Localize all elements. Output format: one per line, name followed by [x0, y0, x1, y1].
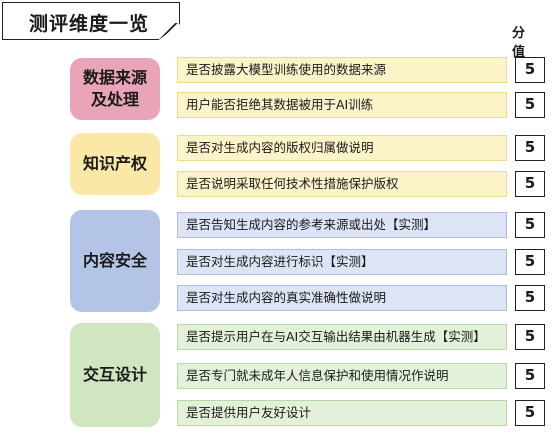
- score-box: 5: [515, 57, 545, 83]
- criterion-row: 是否对生成内容进行标识【实测】: [177, 249, 507, 275]
- score-box: 5: [515, 212, 545, 238]
- category-label: 内容安全: [82, 251, 147, 270]
- category-label: 数据来源 及处理: [82, 68, 147, 109]
- score-box: 5: [515, 171, 545, 197]
- page-title: 测评维度一览: [29, 13, 150, 35]
- category-data-source: 数据来源 及处理: [70, 58, 160, 120]
- criterion-row: 是否对生成内容的版权归属做说明: [177, 135, 507, 161]
- category-ip: 知识产权: [70, 133, 160, 195]
- criterion-row: 是否提示用户在与AI交互输出结果由机器生成【实测】: [177, 324, 507, 350]
- folded-corner: [157, 23, 179, 39]
- criterion-row: 是否说明采取任何技术性措施保护版权: [177, 171, 507, 197]
- criterion-row: 是否告知生成内容的参考来源或出处【实测】: [177, 212, 507, 238]
- title-tab: 测评维度一览: [2, 2, 180, 40]
- score-column-header: 分 值: [512, 26, 532, 60]
- criterion-row: 是否提供用户友好设计: [177, 400, 507, 426]
- score-box: 5: [515, 135, 545, 161]
- score-box: 5: [515, 92, 545, 118]
- category-label: 知识产权: [82, 154, 147, 173]
- score-box: 5: [515, 400, 545, 426]
- score-box: 5: [515, 324, 545, 350]
- criterion-row: 用户能否拒绝其数据被用于AI训练: [177, 92, 507, 118]
- criterion-row: 是否披露大模型训练使用的数据来源: [177, 57, 507, 83]
- score-box: 5: [515, 249, 545, 275]
- category-label: 交互设计: [82, 365, 147, 384]
- category-content-safety: 内容安全: [70, 210, 160, 312]
- criterion-row: 是否专门就未成年人信息保护和使用情况作说明: [177, 363, 507, 389]
- score-box: 5: [515, 285, 545, 311]
- score-box: 5: [515, 363, 545, 389]
- category-interaction: 交互设计: [70, 323, 160, 427]
- criterion-row: 是否对生成内容的真实准确性做说明: [177, 285, 507, 311]
